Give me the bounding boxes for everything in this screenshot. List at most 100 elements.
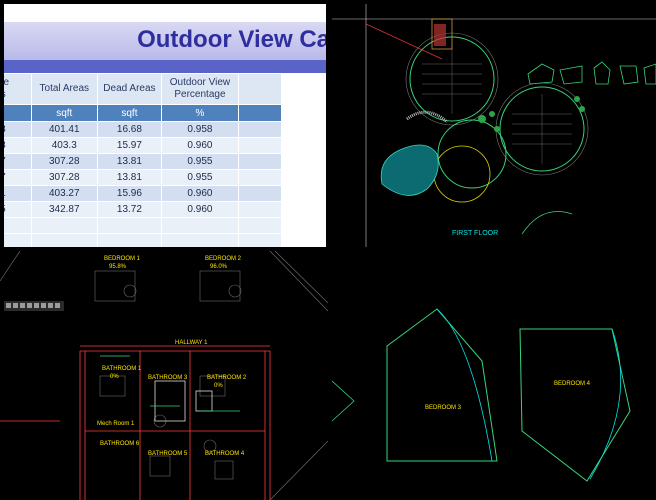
arc-outline [521,211,573,235]
sheet-title-banner: Outdoor View Ca [4,22,326,60]
table-cell[interactable] [237,137,283,154]
table-cell[interactable] [30,233,98,247]
table-cell[interactable] [30,217,98,234]
table-cell[interactable]: % [161,104,239,122]
table-cell[interactable]: 9.15 [4,201,32,218]
table-cell[interactable] [237,153,283,170]
pod-3 [437,119,507,189]
table-cell[interactable]: 16.68 [96,121,163,138]
table-row: sqftsqftsqft% [4,104,283,122]
table-cell[interactable]: 0.960 [161,185,239,202]
table-cell[interactable]: 0.955 [161,169,239,186]
bedroom-3-label: BEDROOM 3 [425,405,462,411]
walkway [406,110,449,124]
table-cell[interactable] [161,233,239,247]
bathroom-2-pct: 0% [214,383,223,389]
table-cell[interactable] [96,233,163,247]
floor-label: FIRST FLOOR [452,230,499,237]
table-cell[interactable] [4,233,32,247]
edge-fragment [332,380,355,422]
bedroom-2-label: BEDROOM 2 [205,256,242,262]
pod-4 [433,145,491,203]
room-outlines-row [527,61,656,85]
vegetation [478,96,585,132]
table-cell[interactable]: 13.81 [96,153,163,170]
table-cell[interactable]: 4.73 [4,121,32,138]
table-cell[interactable]: sqft [96,104,163,122]
interior-detail [422,44,572,164]
bedroom-4-view-arc [589,328,621,480]
table-cell[interactable] [237,121,283,138]
bathroom-2-label: BATHROOM 2 [207,375,247,381]
table-cell[interactable] [237,201,283,218]
table-cell[interactable]: 15.97 [96,137,163,154]
bedroom-1-label: BEDROOM 1 [104,256,141,262]
bedroom-4-label: BEDROOM 4 [554,381,591,387]
table-cell[interactable]: 0.955 [161,153,239,170]
table-cell[interactable]: 13.72 [96,201,163,218]
table-cell[interactable]: 401.41 [30,121,98,138]
table-cell[interactable] [4,217,32,234]
green-markers [100,355,240,412]
table-cell[interactable]: wablereas [4,73,32,105]
table-cell[interactable]: 342.87 [30,201,98,218]
bedroom-outlines-panel: BEDROOM 3 BEDROOM 4 [332,251,656,500]
table-cell[interactable]: 403.3 [30,137,98,154]
sheet-header-band [4,60,326,73]
stair-block [431,18,453,50]
table-cell[interactable]: 7.33 [4,137,32,154]
table-cell[interactable]: 3.47 [4,169,32,186]
bedroom-4-outline [519,328,631,482]
table-cell[interactable]: 307.28 [30,169,98,186]
floor-plan-panel: FIRST FLOOR [332,4,656,247]
table-row: 7.33403.315.970.960 [4,137,283,154]
spreadsheet-panel: Outdoor View Ca wablereasTotal AreasDead… [4,4,326,247]
cad-detail-drawing [0,251,328,500]
table-cell[interactable]: 0.960 [161,137,239,154]
table-cell[interactable]: 15.96 [96,185,163,202]
bathroom-6-label: BATHROOM 6 [100,441,140,447]
bedroom-3-outline [386,308,498,462]
table-cell[interactable]: Total Areas [30,73,98,105]
table-cell[interactable]: 0.958 [161,121,239,138]
table-cell[interactable]: 7.31 [4,185,32,202]
cad-toolbar-icons [6,303,60,308]
floor-plan-drawing [332,4,656,247]
table-cell[interactable] [237,185,283,202]
table-cell[interactable] [237,233,283,247]
bedroom-2-pct: 96.0% [210,264,228,270]
pool-shape [380,144,439,196]
table-cell[interactable]: sqft [4,104,32,122]
table-cell[interactable] [237,104,283,122]
table-cell[interactable]: sqft [30,104,98,122]
bathroom-1-label: BATHROOM 1 [102,366,142,372]
leader-line [365,23,443,60]
table-cell[interactable] [96,217,163,234]
table-cell[interactable] [237,73,283,105]
table-cell[interactable] [237,217,283,234]
diagonal-walls [0,251,328,500]
sheet-title: Outdoor View Ca [137,26,326,53]
table-cell[interactable] [161,217,239,234]
table-cell[interactable]: 403.27 [30,185,98,202]
table-cell[interactable] [237,169,283,186]
bathroom-1-pct: 0% [110,374,119,380]
table-cell[interactable]: 13.81 [96,169,163,186]
table-cell[interactable]: 0.960 [161,201,239,218]
bedroom-3-view-arc [436,308,493,462]
table-cell[interactable]: Dead Areas [96,73,163,105]
grey-fixtures [94,270,242,480]
bathroom-3-label: BATHROOM 3 [148,375,188,381]
table-cell[interactable]: 307.28 [30,153,98,170]
white-outlines [154,380,213,422]
table-cell[interactable]: 3.47 [4,153,32,170]
bathroom-4-label: BATHROOM 4 [205,451,245,457]
table-row [4,217,283,234]
